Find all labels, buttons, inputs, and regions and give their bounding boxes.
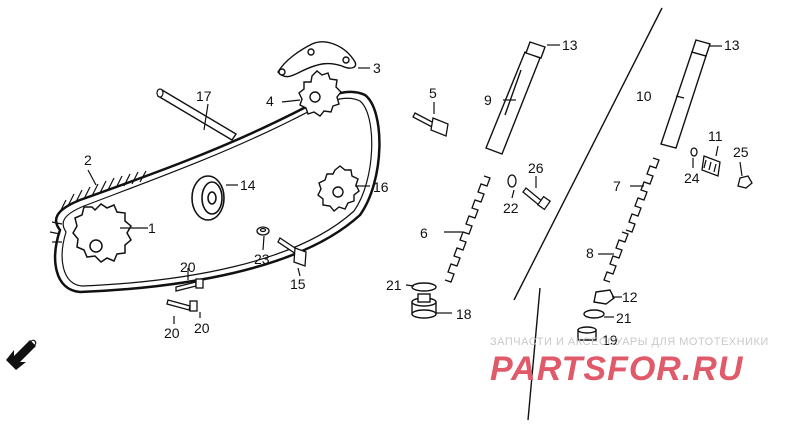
- callout-16: 16: [373, 179, 389, 195]
- plug-left: [411, 282, 437, 319]
- callout-12: 12: [622, 289, 638, 305]
- callout-11: 11: [708, 128, 723, 144]
- pushrod-tube-right: [660, 39, 711, 149]
- callout-20-right: 20: [194, 320, 210, 336]
- drive-sprocket: [72, 203, 132, 263]
- bolt-right: [690, 147, 753, 189]
- leader-lines: [87, 44, 743, 324]
- callout-13-left: 13: [562, 37, 578, 53]
- callout-4: 4: [266, 93, 274, 109]
- frame-lines: [513, 7, 663, 421]
- watermark: ЗАПЧАСТИ И АКСЕССУАРЫ ДЛЯ МОТОТЕХНИКИ PA…: [490, 336, 769, 388]
- watermark-logo-text: PARTSFOR.RU: [490, 350, 744, 388]
- callout-23: 23: [254, 251, 270, 267]
- callout-15: 15: [290, 276, 306, 292]
- callout-14: 14: [240, 177, 256, 193]
- callout-18: 18: [456, 306, 472, 322]
- callout-8: 8: [586, 245, 594, 261]
- callout-24: 24: [684, 170, 700, 186]
- cam-chain: [49, 90, 381, 294]
- spring-right: [625, 157, 660, 233]
- washer-bolt-mid: [507, 174, 552, 211]
- callout-20-left: 20: [164, 325, 180, 341]
- callout-6: 6: [420, 225, 428, 241]
- callout-20-top: 20: [180, 259, 196, 275]
- callout-21-left: 21: [386, 277, 402, 293]
- callout-17: 17: [196, 88, 212, 104]
- callout-22: 22: [503, 200, 519, 216]
- callout-10: 10: [636, 88, 652, 104]
- pushrod-tube-left: [485, 41, 546, 155]
- cam-sprocket: [298, 70, 342, 117]
- watermark-tagline: ЗАПЧАСТИ И АКСЕССУАРЫ ДЛЯ МОТОТЕХНИКИ: [490, 336, 769, 348]
- callout-labels: 1 2 3 4 5 6 7 8 9 10 11 12 13 13 14 15 1…: [84, 37, 749, 348]
- fwd-label: FWD: [18, 337, 40, 359]
- spring-8: [603, 231, 629, 283]
- callout-19: 19: [602, 332, 618, 348]
- callout-1: 1: [148, 220, 156, 236]
- spring-left: [444, 175, 491, 283]
- callout-3: 3: [373, 60, 381, 76]
- bolts-lower: [166, 226, 307, 312]
- callout-26: 26: [528, 160, 544, 176]
- callout-9: 9: [484, 92, 492, 108]
- bolt-5: [412, 112, 449, 137]
- callout-25: 25: [733, 144, 749, 160]
- callout-7: 7: [613, 178, 621, 194]
- callout-13-right: 13: [724, 37, 740, 53]
- plug-right: [577, 289, 615, 341]
- callout-2: 2: [84, 152, 92, 168]
- fwd-arrow: FWD: [6, 337, 40, 370]
- tensioner-rod: [156, 88, 237, 141]
- cam-bracket: [277, 41, 357, 78]
- tensioner-roller: [191, 175, 225, 221]
- callout-21-right: 21: [616, 310, 632, 326]
- callout-5: 5: [429, 85, 437, 101]
- idler-sprocket: [317, 165, 360, 212]
